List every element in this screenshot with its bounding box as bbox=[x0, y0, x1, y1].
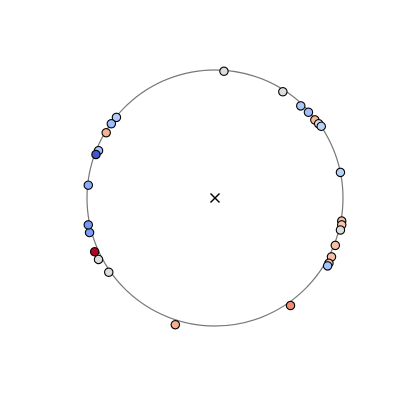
data-point bbox=[219, 66, 229, 77]
data-point bbox=[335, 225, 346, 235]
data-point bbox=[303, 107, 314, 117]
data-point bbox=[91, 149, 101, 160]
unit-circle-layer bbox=[86, 69, 344, 327]
data-point bbox=[278, 87, 288, 97]
data-point bbox=[285, 300, 296, 311]
data-point bbox=[316, 121, 326, 132]
data-point bbox=[170, 319, 181, 330]
data-point bbox=[111, 112, 122, 123]
data-point bbox=[93, 254, 104, 265]
center-marker-layer bbox=[210, 193, 220, 203]
data-point bbox=[322, 261, 333, 271]
data-point bbox=[106, 119, 117, 129]
data-point bbox=[330, 240, 341, 251]
data-point bbox=[104, 267, 114, 277]
center-x-marker bbox=[210, 193, 220, 203]
reference-circle bbox=[86, 69, 344, 327]
data-point bbox=[89, 247, 100, 257]
data-point bbox=[101, 127, 111, 138]
data-point bbox=[83, 220, 94, 230]
data-point bbox=[83, 180, 94, 190]
data-points-layer bbox=[83, 66, 347, 330]
data-point bbox=[296, 101, 306, 111]
data-point bbox=[335, 167, 346, 178]
center-x-stroke bbox=[210, 193, 220, 203]
data-point bbox=[84, 227, 95, 238]
